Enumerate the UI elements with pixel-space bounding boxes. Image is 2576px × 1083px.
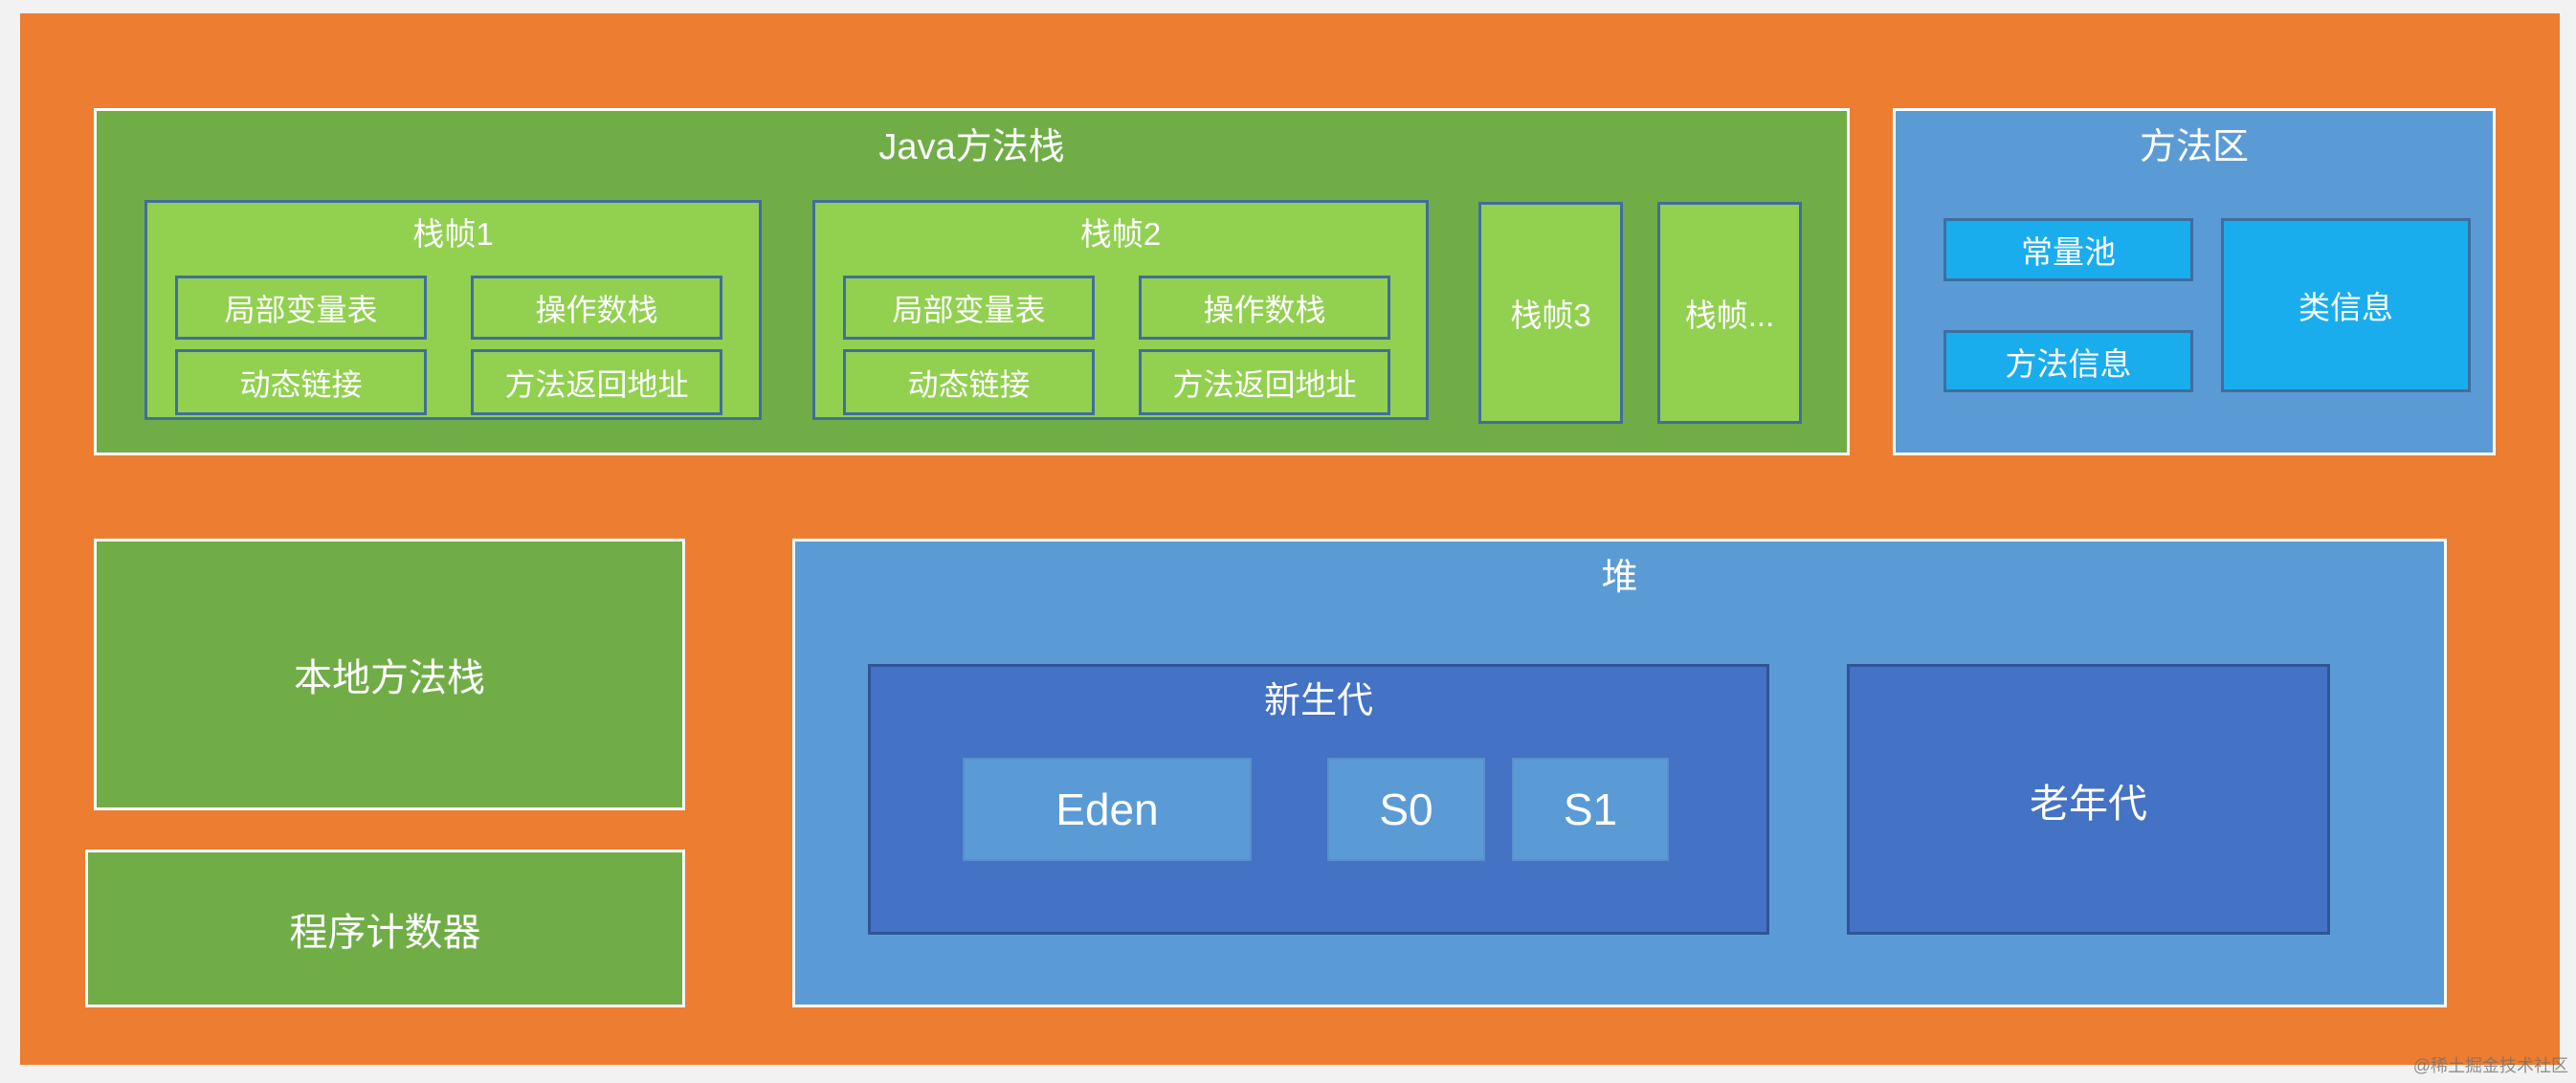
stack-frame-1-title: 栈帧1	[412, 216, 494, 252]
eden-space: Eden	[963, 758, 1252, 861]
java-stack-title: Java方法栈	[878, 127, 1065, 167]
survivor-s0: S0	[1327, 758, 1485, 861]
method-area-panel: 方法区 常量池 方法信息 类信息	[1893, 108, 2496, 455]
stack-frame-2: 栈帧2 局部变量表 操作数栈 动态链接 方法返回地址	[812, 200, 1429, 420]
dynamic-linking: 动态链接	[175, 349, 427, 415]
watermark: @稀土掘金技术社区	[2412, 1056, 2568, 1075]
stack-frame-more: 栈帧...	[1657, 202, 1802, 424]
dynamic-linking: 动态链接	[843, 349, 1095, 415]
survivor-s1: S1	[1512, 758, 1669, 861]
heap-title: 堆	[1601, 558, 1638, 598]
operand-stack: 操作数栈	[1139, 276, 1390, 340]
constant-pool: 常量池	[1943, 218, 2193, 281]
operand-stack: 操作数栈	[471, 276, 722, 340]
method-info: 方法信息	[1943, 330, 2193, 392]
native-method-stack: 本地方法栈	[94, 539, 685, 810]
return-address: 方法返回地址	[471, 349, 722, 415]
heap-panel: 堆 新生代 Eden S0 S1 老年代	[792, 539, 2447, 1007]
jvm-memory-diagram: Java方法栈 栈帧1 局部变量表 操作数栈 动态链接 方法返回地址 栈帧2 局…	[20, 13, 2560, 1065]
young-generation-title: 新生代	[1263, 681, 1373, 721]
local-variable-table: 局部变量表	[175, 276, 427, 340]
java-stack-panel: Java方法栈 栈帧1 局部变量表 操作数栈 动态链接 方法返回地址 栈帧2 局…	[94, 108, 1850, 455]
local-variable-table: 局部变量表	[843, 276, 1095, 340]
old-generation: 老年代	[1847, 664, 2330, 935]
stack-frame-2-title: 栈帧2	[1079, 216, 1162, 252]
stack-frame-1: 栈帧1 局部变量表 操作数栈 动态链接 方法返回地址	[144, 200, 762, 420]
class-info: 类信息	[2221, 218, 2471, 392]
return-address: 方法返回地址	[1139, 349, 1390, 415]
young-generation: 新生代 Eden S0 S1	[868, 664, 1769, 935]
stack-frame-3: 栈帧3	[1478, 202, 1623, 424]
method-area-title: 方法区	[2139, 127, 2249, 167]
program-counter: 程序计数器	[85, 850, 685, 1007]
